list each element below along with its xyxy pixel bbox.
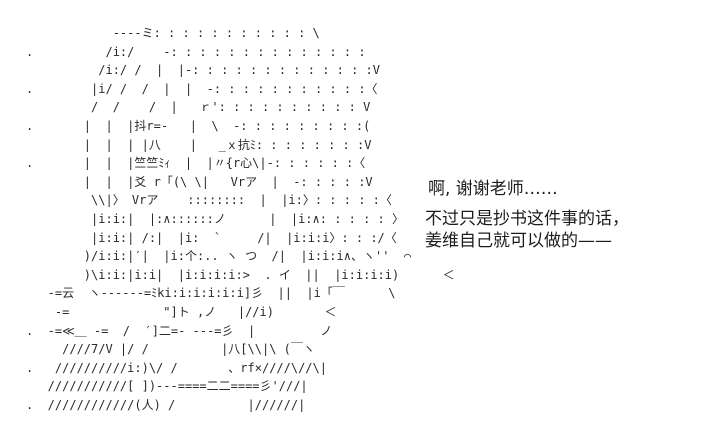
dialogue-line-3: 姜维自己就可以做的—— xyxy=(425,231,612,251)
ascii-art-portrait: ----ミ: : : : : : : : : : : \ . /i:/ -: :… xyxy=(26,26,455,412)
dialogue-line-1: 啊, 谢谢老师…… xyxy=(428,179,558,199)
dialogue-line-2: 不过只是抄书这件事的话， xyxy=(425,209,629,229)
